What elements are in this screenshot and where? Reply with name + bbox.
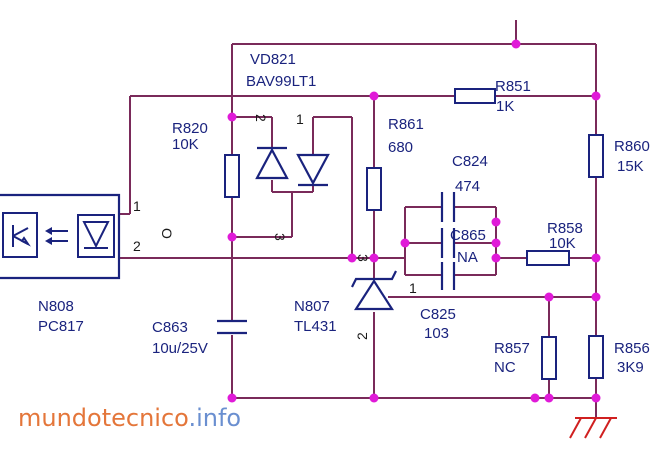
n808-value-label: PC817 xyxy=(38,318,84,335)
diode-vd821 xyxy=(255,146,330,187)
opto-pin-1-label: 1 xyxy=(133,198,141,214)
capacitor-c865 xyxy=(440,228,456,258)
optocoupler-n808 xyxy=(0,193,121,280)
diode-pin-3-label: 3 xyxy=(272,233,288,241)
r861-value-label: 680 xyxy=(388,139,413,156)
c863-value-label: 10u/25V xyxy=(152,340,208,357)
resistor-r851 xyxy=(454,88,496,104)
resistor-r856 xyxy=(588,335,604,379)
c865-value-label: NA xyxy=(457,249,478,266)
capacitor-c863 xyxy=(217,319,247,335)
r858-ref-label: R858 xyxy=(547,220,583,237)
watermark-suffix: .info xyxy=(188,404,241,432)
r851-value-label: 1K xyxy=(496,98,514,115)
c824-value-label: 474 xyxy=(455,178,480,195)
vd821-value-label: BAV99LT1 xyxy=(246,73,316,90)
resistor-r860 xyxy=(588,134,604,178)
r857-ref-label: R857 xyxy=(494,340,530,357)
r857-value-label: NC xyxy=(494,359,516,376)
resistor-r861 xyxy=(366,167,382,211)
capacitor-c825 xyxy=(440,262,456,290)
r820-value-label: 10K xyxy=(172,136,199,153)
resistor-r857 xyxy=(541,336,557,380)
tl431-pin-2-label: 2 xyxy=(354,332,370,340)
c865-ref-label: C865 xyxy=(450,227,486,244)
c863-ref-label: C863 xyxy=(152,319,188,336)
vd821-ref-label: VD821 xyxy=(250,51,296,68)
r820-ref-label: R820 xyxy=(172,120,208,137)
diode-pin-2-label: 2 xyxy=(253,114,269,122)
n808-ref-label: N808 xyxy=(38,298,74,315)
r858-value-label: 10K xyxy=(549,235,576,252)
diode-pin-1-label: 1 xyxy=(296,111,304,127)
n807-value-label: TL431 xyxy=(294,318,337,335)
r860-ref-label: R860 xyxy=(614,138,650,155)
tl431-pin-1-label: 1 xyxy=(409,280,417,296)
r851-ref-label: R851 xyxy=(495,78,531,95)
junction-dots xyxy=(227,39,601,403)
opto-pin-o-label: O xyxy=(159,228,175,239)
r861-ref-label: R861 xyxy=(388,116,424,133)
tl431-pin-3-label: 3 xyxy=(355,254,371,262)
watermark: mundotecnico.info xyxy=(18,404,241,432)
watermark-main: mundotecnico xyxy=(18,404,188,432)
n807-ref-label: N807 xyxy=(294,298,330,315)
r856-ref-label: R856 xyxy=(614,340,650,357)
opto-pin-2-label: 2 xyxy=(133,238,141,254)
c825-value-label: 103 xyxy=(424,325,449,342)
r856-value-label: 3K9 xyxy=(617,359,644,376)
resistor-r858 xyxy=(526,250,570,266)
r860-value-label: 15K xyxy=(617,158,644,175)
c824-ref-label: C824 xyxy=(452,153,488,170)
capacitor-c824 xyxy=(440,192,456,222)
shunt-regulator-n807 xyxy=(351,270,397,311)
resistor-r820 xyxy=(224,154,240,198)
c825-ref-label: C825 xyxy=(420,306,456,323)
ground-icon xyxy=(569,417,617,439)
